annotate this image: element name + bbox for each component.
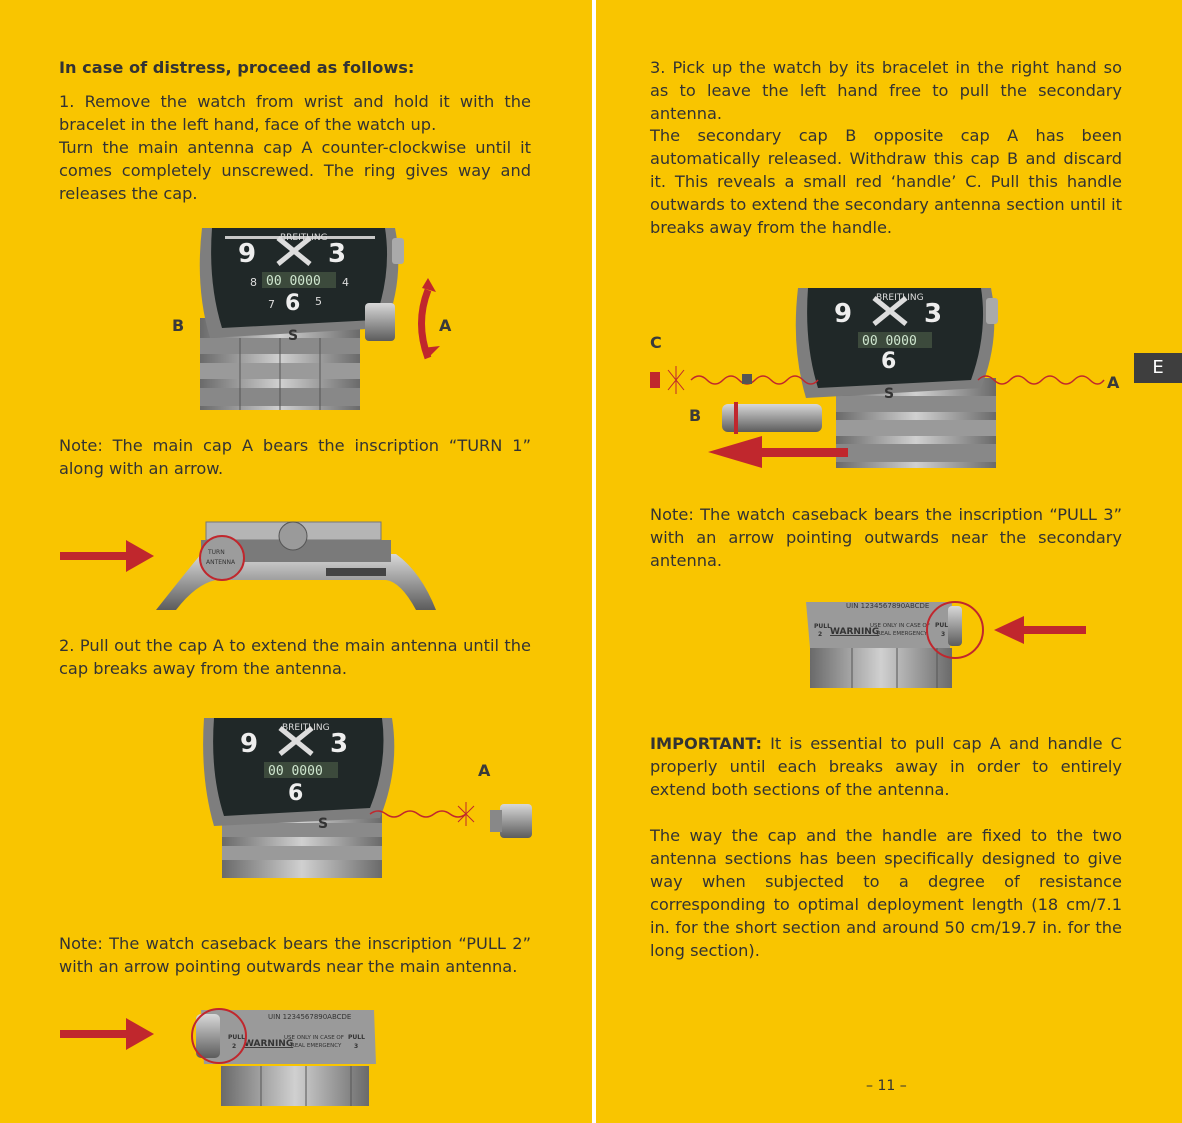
bezel-s: S — [288, 328, 298, 344]
important-body: It is essential to pull cap A and handle… — [650, 734, 1122, 799]
dial-brand: BREITLING — [280, 233, 328, 243]
important-label: IMPORTANT: — [650, 734, 762, 753]
caseback-pull-left-2: PULL — [814, 623, 831, 630]
secondary-antenna-wire — [690, 375, 819, 385]
bezel-s-3: S — [884, 386, 894, 402]
caseback-use-only: USE ONLY IN CASE OF — [284, 1035, 344, 1041]
caseback-real-emergency: REAL EMERGENCY — [291, 1043, 342, 1049]
dial-8: 8 — [250, 276, 257, 289]
left-page: In case of distress, proceed as follows:… — [0, 0, 592, 1123]
step-2-text: 2. Pull out the cap A to extend the main… — [59, 636, 531, 678]
cap-text-bottom: ANTENNA — [206, 559, 236, 566]
secondary-cap-text: The secondary cap B opposite cap A has b… — [650, 126, 1122, 237]
step-1b-text: Turn the main antenna cap A counter-cloc… — [59, 138, 531, 203]
language-tab: E — [1134, 353, 1182, 383]
dial-6-3: 6 — [881, 349, 896, 374]
figure-secondary-antenna: BREITLING 9 3 00 0000 6 S — [650, 288, 1105, 468]
caseback-pull-left-num-2: 2 — [818, 631, 822, 638]
main-antenna-wire — [369, 810, 467, 818]
figure-caseback-pull-3: UIN 1234567890ABCDE PULL 2 WARNING USE O… — [806, 601, 1086, 688]
caseback-pull-left: PULL — [228, 1034, 245, 1041]
dial-digits: 00 0000 — [266, 274, 321, 289]
caseback-real-emergency-2: REAL EMERGENCY — [877, 631, 928, 637]
page-number: – 11 – — [866, 1078, 907, 1094]
dial-brand-2: BREITLING — [282, 723, 330, 733]
figure-caseback-pull-2: UIN 1234567890ABCDE PULL 2 WARNING USE O… — [60, 1008, 376, 1106]
dial-9-2: 9 — [240, 729, 258, 759]
right-page: 3. Pick up the watch by its bracelet in … — [596, 0, 1182, 1123]
figure-unscrew-cap: BREITLING 9 3 8 00 0000 4 7 6 5 S — [199, 228, 440, 410]
important-text: IMPORTANT: It is essential to pull cap A… — [650, 732, 1122, 801]
dial-9-3: 9 — [834, 299, 852, 329]
dial-6: 6 — [285, 291, 300, 316]
step-3-text: 3. Pick up the watch by its bracelet in … — [650, 58, 1122, 123]
pointer-arrow-1 — [60, 552, 130, 560]
caseback-warning-2: WARNING — [830, 627, 879, 637]
dial-7: 7 — [268, 298, 275, 311]
figure-label-b: B — [172, 316, 185, 335]
note-1-text: Note: The main cap A bears the inscripti… — [59, 436, 531, 478]
dial-digits-3: 00 0000 — [862, 334, 917, 349]
caseback-uin: UIN 1234567890ABCDE — [268, 1013, 351, 1021]
bezel-s-2: S — [318, 816, 328, 832]
caseback-pull-right-num-2: 3 — [941, 631, 945, 638]
pointer-arrow-2 — [60, 1030, 130, 1038]
figure-label-c: C — [650, 333, 662, 352]
caseback-warning: WARNING — [244, 1039, 293, 1049]
pointer-arrow-3 — [1020, 626, 1086, 634]
caseback-pull-left-num: 2 — [232, 1043, 236, 1050]
design-explanation-text: The way the cap and the handle are fixed… — [650, 826, 1122, 960]
pull-3-highlight — [926, 601, 984, 659]
antenna-cap-a-detached — [500, 804, 532, 838]
figure-label-a-2: A — [478, 761, 491, 780]
dial-9: 9 — [238, 239, 256, 269]
step-1-text: 1. Remove the watch from wrist and hold … — [59, 92, 531, 134]
red-handle-c — [650, 372, 660, 388]
dial-3: 3 — [328, 239, 346, 269]
caseback-pull-right-num: 3 — [354, 1043, 358, 1050]
note-3-text: Note: The watch caseback bears the inscr… — [650, 505, 1122, 570]
dial-5: 5 — [315, 295, 322, 308]
pull-arrow — [756, 448, 848, 457]
caseback-pull-right: PULL — [348, 1034, 365, 1041]
dial-digits-2: 00 0000 — [268, 764, 323, 779]
dial-3-3: 3 — [924, 299, 942, 329]
main-antenna-wire-right — [977, 375, 1105, 385]
distress-heading: In case of distress, proceed as follows: — [59, 58, 415, 77]
figure-side-view: TURN ANTENNA — [60, 521, 436, 610]
cap-text-top: TURN — [207, 549, 225, 556]
antenna-cap-a — [365, 303, 395, 341]
figure-label-a-3: A — [1107, 373, 1120, 392]
caseback-uin-2: UIN 1234567890ABCDE — [846, 602, 929, 610]
caseback-use-only-2: USE ONLY IN CASE OF — [870, 623, 930, 629]
antenna-cap-highlight — [199, 535, 245, 581]
dial-3-2: 3 — [330, 729, 348, 759]
cap-b — [722, 404, 822, 432]
figure-pull-main-antenna: BREITLING 9 3 00 0000 6 S — [203, 718, 532, 878]
caseback-pull-right-2: PULL — [935, 622, 952, 629]
figure-label-a: A — [439, 316, 452, 335]
figure-label-b-2: B — [689, 406, 702, 425]
pull-2-highlight — [191, 1008, 247, 1064]
dial-4: 4 — [342, 276, 349, 289]
dial-brand-3: BREITLING — [876, 293, 924, 303]
note-2-text: Note: The watch caseback bears the inscr… — [59, 934, 531, 976]
dial-6-2: 6 — [288, 781, 303, 806]
